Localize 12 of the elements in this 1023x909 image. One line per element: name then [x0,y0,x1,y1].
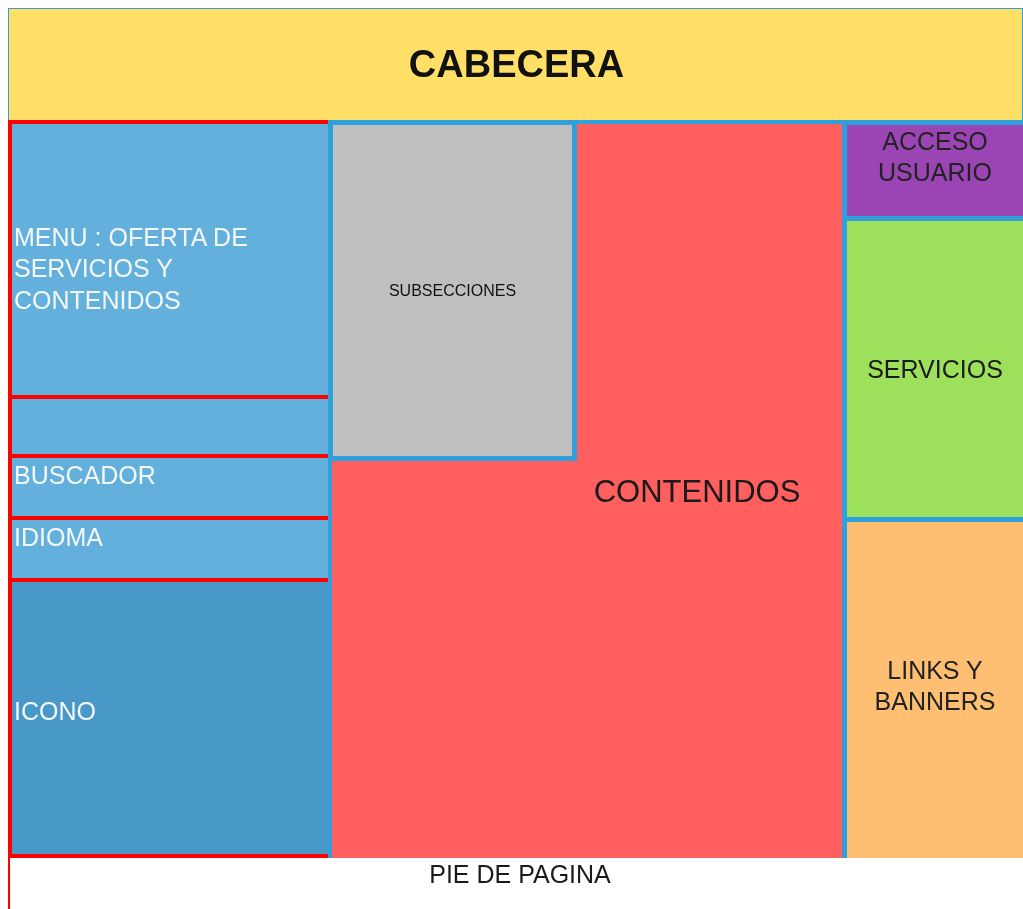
header-band [8,8,1023,122]
box-label: ICONO [14,696,97,727]
box-label: CABECERA [407,42,626,87]
box-label: SUBSECCIONES [387,281,518,301]
box-label: IDIOMA [14,522,104,553]
box-label: BUSCADOR [14,460,157,491]
box-label: LINKS Y BANNERS [873,655,997,718]
box-label: ACCESO USUARIO [877,126,993,189]
box-label: SERVICIOS [866,354,1004,385]
footer-label: PIE DE PAGINA [428,859,612,890]
box-label: MENU : OFERTA DE SERVICIOS Y CONTENIDOS [14,222,249,316]
box-label: CONTENIDOS [592,473,802,511]
